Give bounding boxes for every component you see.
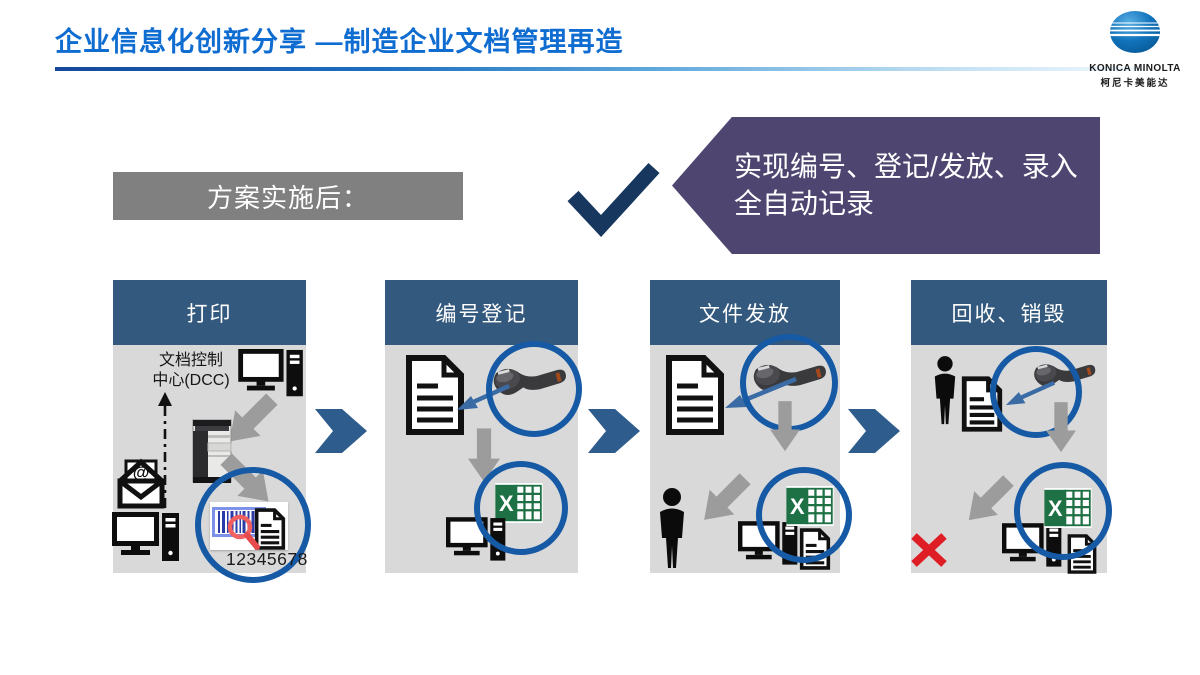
step-title-recycle: 回收、销毁 [911, 280, 1107, 345]
step-title-register: 编号登记 [385, 280, 578, 345]
highlight-circle [486, 341, 582, 437]
step-title-issue: 文件发放 [650, 280, 840, 345]
gray-arrow-down-left-icon [704, 473, 751, 520]
gray-arrow-down-icon [468, 428, 500, 482]
page-title: 企业信息化创新分享 —制造企业文档管理再造 [55, 27, 624, 57]
title-underline [55, 67, 1145, 71]
document-icon [406, 355, 464, 435]
dashed-up-arrow-icon [158, 392, 172, 514]
result-callout: 实现编号、登记/发放、录入全自动记录 [672, 117, 1100, 254]
highlight-circle [990, 346, 1082, 438]
result-callout-text: 实现编号、登记/发放、录入全自动记录 [734, 150, 1078, 219]
after-implementation-label: 方案实施后： [206, 182, 369, 213]
logo-text: KONICA MINOLTA [1089, 63, 1181, 74]
logo-text-cn: 柯尼卡美能达 [1100, 78, 1170, 89]
highlight-circle [195, 467, 311, 583]
konica-minolta-globe-icon [1110, 11, 1160, 53]
computer-icon [112, 512, 179, 561]
gray-arrow-down-left-icon [968, 475, 1014, 521]
konica-minolta-logo: KONICA MINOLTA 柯尼卡美能达 [1082, 10, 1188, 89]
highlight-circle [1014, 462, 1112, 560]
highlight-circle [756, 467, 852, 563]
highlight-circle [474, 461, 568, 555]
step-title-print: 打印 [113, 280, 306, 345]
checkmark-icon [567, 162, 660, 238]
dcc-label: 文档控制中心(DCC) [152, 352, 230, 389]
person-icon [934, 356, 956, 425]
person-icon [660, 488, 684, 568]
barcode-number: 12345678 [226, 549, 308, 569]
after-implementation-label-box: 方案实施后： [113, 172, 463, 220]
flow-arrow-icon [588, 409, 640, 453]
flow-arrow-icon [315, 409, 367, 453]
gray-arrow-down-icon [1046, 402, 1076, 453]
red-x-icon [911, 533, 947, 567]
email-envelope-icon: @ [117, 458, 165, 509]
gray-arrow-down-left-icon [229, 393, 278, 442]
document-icon [666, 355, 724, 435]
computer-icon [238, 349, 303, 397]
flow-arrow-icon [848, 409, 900, 453]
gray-arrow-down-icon [770, 401, 800, 452]
